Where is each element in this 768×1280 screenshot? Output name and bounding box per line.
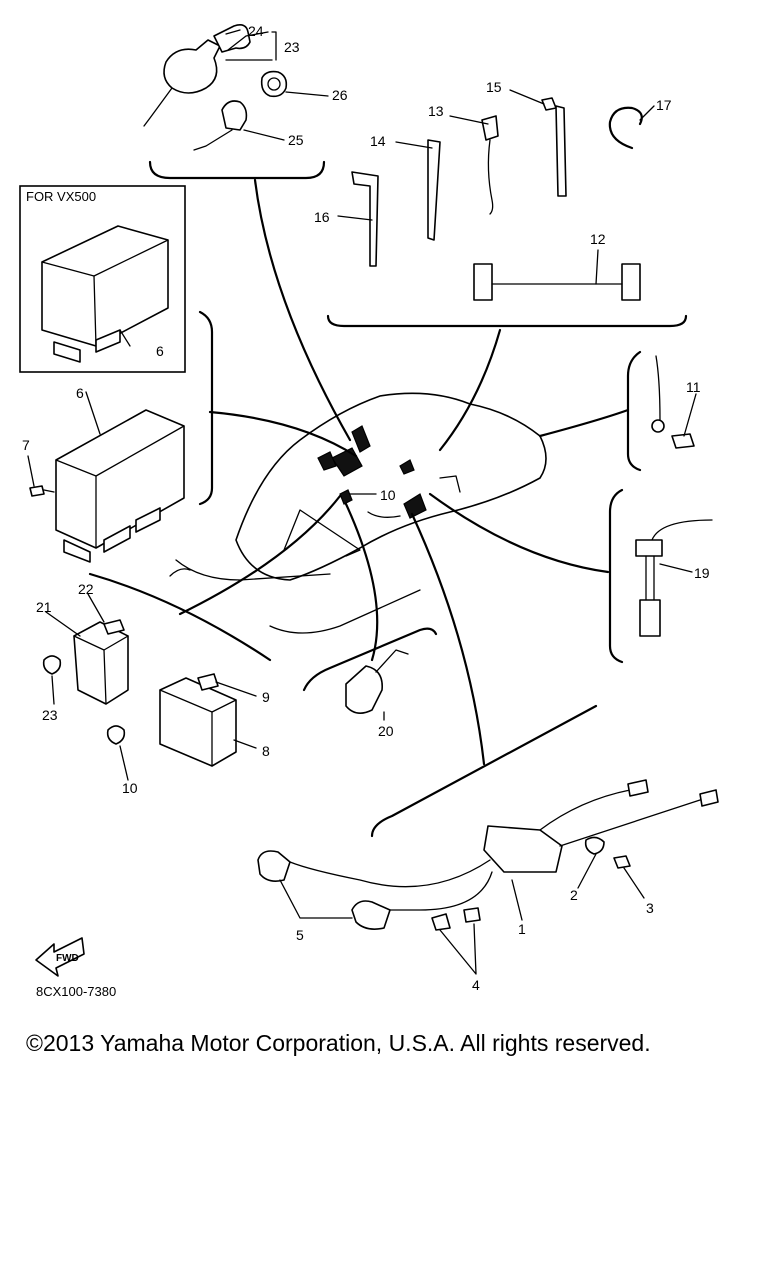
harness-main	[169, 178, 630, 766]
fwd-label: FWD	[56, 953, 79, 964]
drawing-code: 8CX100-7380	[36, 984, 116, 999]
callout-19: 19	[694, 565, 710, 581]
callout-1: 1	[518, 921, 526, 937]
callout-16: 15	[486, 79, 502, 95]
fwd-arrow: FWD	[35, 937, 85, 977]
callout-18: 17	[656, 97, 672, 113]
callout-27: 26	[332, 87, 348, 103]
callout-11: 10	[380, 487, 396, 503]
callout-14: 13	[428, 103, 444, 119]
callout-8: 8	[262, 743, 270, 759]
callout-26: 25	[288, 132, 304, 148]
rectifier-group	[42, 572, 272, 767]
callout-3: 3	[646, 900, 654, 916]
callout-6-vx500: 6	[156, 343, 164, 359]
copyright-notice: ©2013 Yamaha Motor Corporation, U.S.A. A…	[26, 1030, 651, 1056]
callout-7: 7	[22, 437, 30, 453]
callout-5: 5	[296, 927, 304, 943]
ignition-coil-group	[257, 704, 719, 931]
callout-20: 20	[378, 723, 394, 739]
parts-diagram: FOR VX500	[19, 23, 719, 999]
callout-4: 4	[472, 977, 480, 993]
callout-9: 9	[262, 689, 270, 705]
right-parts	[608, 350, 713, 664]
condenser-group	[302, 627, 438, 714]
callout-leaders	[27, 31, 697, 975]
callout-22: 22	[78, 581, 94, 597]
callout-24: 23	[284, 39, 300, 55]
callout-23: 23	[42, 707, 58, 723]
callout-13: 12	[590, 231, 606, 247]
callout-2: 2	[570, 887, 578, 903]
ties-group	[326, 97, 688, 328]
ignition-switch-group	[143, 24, 326, 180]
callout-17: 16	[314, 209, 330, 225]
callout-21: 21	[36, 599, 52, 615]
callouts: 24 23 26 25 15 13 17 14 16 12 6 11 6 7 1…	[22, 23, 710, 993]
vx500-box: FOR VX500	[19, 185, 186, 373]
cdi-unit	[29, 310, 214, 563]
box-title: FOR VX500	[26, 189, 96, 204]
callout-10: 10	[122, 780, 138, 796]
callout-25: 24	[248, 23, 264, 39]
callout-12: 11	[686, 379, 701, 395]
callout-6: 6	[76, 385, 84, 401]
callout-15: 14	[370, 133, 386, 149]
